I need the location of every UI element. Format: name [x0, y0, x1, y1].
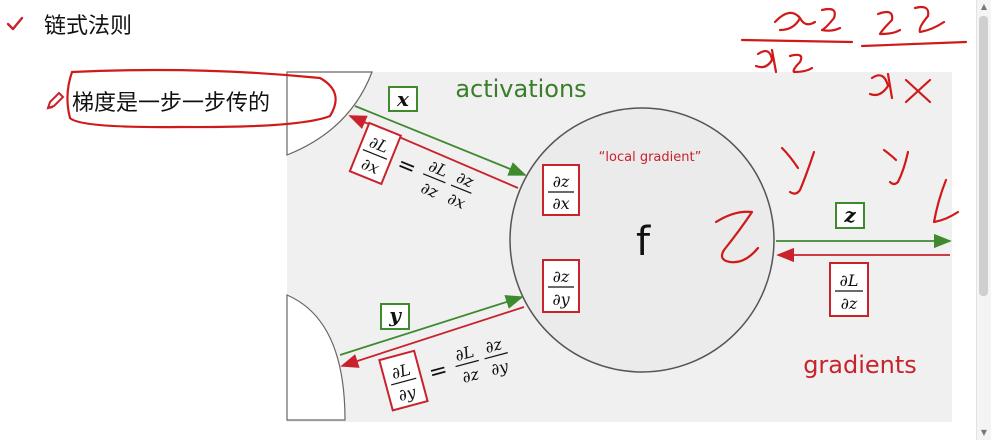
input-y-label: y: [388, 303, 402, 327]
ink-L-mark: [932, 178, 960, 224]
dz-dx-box: [542, 164, 580, 216]
ink-dL-over-dz: [740, 7, 854, 74]
upstream-node-x: [286, 71, 373, 156]
ink-y-mark-1: [780, 146, 816, 195]
ink-z-scribble: [714, 210, 760, 264]
dz-dy-box: [542, 259, 580, 313]
chain-rule-text: 链式法则: [44, 14, 133, 39]
dL-dy-num: ∂L: [389, 360, 412, 383]
input-y-box: [380, 303, 410, 330]
vertical-scrollbar[interactable]: ▲ ▼: [976, 0, 991, 440]
dL-dy-box: [378, 349, 429, 412]
scroll-down-icon[interactable]: ▼: [980, 428, 988, 437]
dL-dy-b-num: ∂z: [483, 334, 505, 357]
dL-dy-a-num: ∂L: [453, 342, 476, 365]
dL-dy-b-den: ∂y: [489, 356, 512, 379]
scrollbar-thumb[interactable]: [979, 16, 988, 296]
dL-dx-equation: ∂L ∂x = ∂L ∂z ∂z ∂x: [348, 121, 477, 213]
node-f-label: f: [636, 219, 651, 265]
gradients-label: gradients: [803, 351, 917, 379]
dL-dy-equals: =: [426, 357, 450, 386]
upstream-node-y: [286, 294, 346, 421]
dz-dx-den: ∂x: [552, 194, 569, 213]
dL-dx-den: ∂x: [359, 154, 382, 178]
activations-label: activations: [455, 75, 586, 103]
dL-dz-num: ∂L: [840, 271, 859, 290]
handwritten-annotations: [66, 5, 968, 264]
output-z-box: [835, 202, 865, 229]
gradient-step-text: 梯度是一步一步传的: [72, 91, 271, 116]
dL-dy-a-den: ∂z: [460, 364, 482, 387]
dL-dz-box: [829, 262, 869, 317]
ink-y-mark-2: [882, 148, 910, 186]
input-x-box: [388, 86, 418, 112]
backward-arrow-y: [340, 306, 525, 368]
dL-dz-den: ∂z: [841, 294, 858, 313]
input-x-label: x: [396, 87, 410, 111]
dL-dx-b-den: ∂x: [445, 189, 468, 213]
bullet-chain-rule: 链式法则: [6, 8, 132, 40]
bullet-gradient-step: 梯度是一步一步传的: [44, 85, 270, 117]
dL-dx-a-den: ∂z: [418, 178, 441, 202]
forward-arrow-x: [354, 105, 527, 176]
dz-dy-num: ∂z: [553, 267, 570, 286]
dz-dx-num: ∂z: [553, 172, 570, 191]
forward-arrow-y: [339, 295, 524, 356]
dz-dy-den: ∂y: [552, 290, 570, 309]
scroll-up-icon[interactable]: ▲: [980, 2, 988, 11]
ink-dz-over-dx: [860, 5, 968, 104]
output-z-label: z: [843, 203, 856, 227]
checkmark-icon: [6, 16, 24, 31]
dL-dx-b-num: ∂z: [454, 168, 477, 192]
ink-circle-bullet: [66, 68, 337, 129]
dL-dx-equals: =: [393, 152, 419, 182]
pencil-icon: [46, 91, 65, 110]
dL-dx-box: [348, 121, 403, 186]
local-gradient-label: “local gradient”: [599, 150, 702, 165]
dL-dy-equation: ∂L ∂y = ∂L ∂z ∂z ∂y: [378, 334, 512, 412]
dL-dy-den: ∂y: [396, 382, 419, 405]
dL-dx-a-num: ∂L: [426, 156, 451, 181]
